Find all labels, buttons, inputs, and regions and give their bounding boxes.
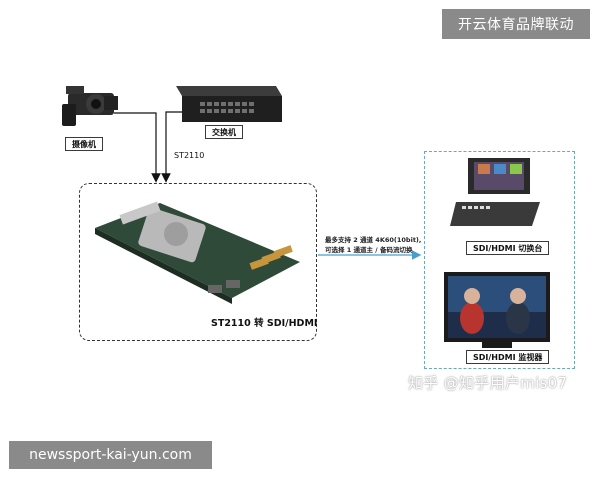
output-frame	[424, 151, 575, 369]
note-line-1: 最多支持 2 通道 4K60(10bit),	[325, 236, 422, 244]
watermark: 知乎 @知乎用户mis07	[408, 374, 568, 392]
note-line-2: 可选择 1 通道主 / 备码流切换	[325, 246, 413, 254]
board-frame	[79, 183, 317, 341]
output-note: 最多支持 2 通道 4K60(10bit), 可选择 1 通道主 / 备码流切换	[325, 235, 421, 255]
input-arrows	[114, 111, 182, 183]
switch-label: 交换机	[205, 125, 243, 139]
board-title: ST2110 转 SDI/HDMI	[211, 318, 318, 329]
camera-icon	[62, 86, 118, 126]
switcher-label: SDI/HDMI 切换台	[466, 241, 550, 255]
board-icon	[95, 201, 300, 304]
monitor-label: SDI/HDMI 监视器	[466, 350, 550, 364]
link-label: ST2110	[174, 151, 205, 160]
network-switch-icon	[176, 86, 282, 122]
bottom-banner[interactable]: newssport-kai-yun.com	[9, 441, 212, 469]
camera-label: 摄像机	[65, 137, 103, 151]
monitor-icon	[444, 272, 550, 348]
top-banner: 开云体育品牌联动	[442, 9, 590, 39]
switcher-icon	[450, 158, 540, 226]
